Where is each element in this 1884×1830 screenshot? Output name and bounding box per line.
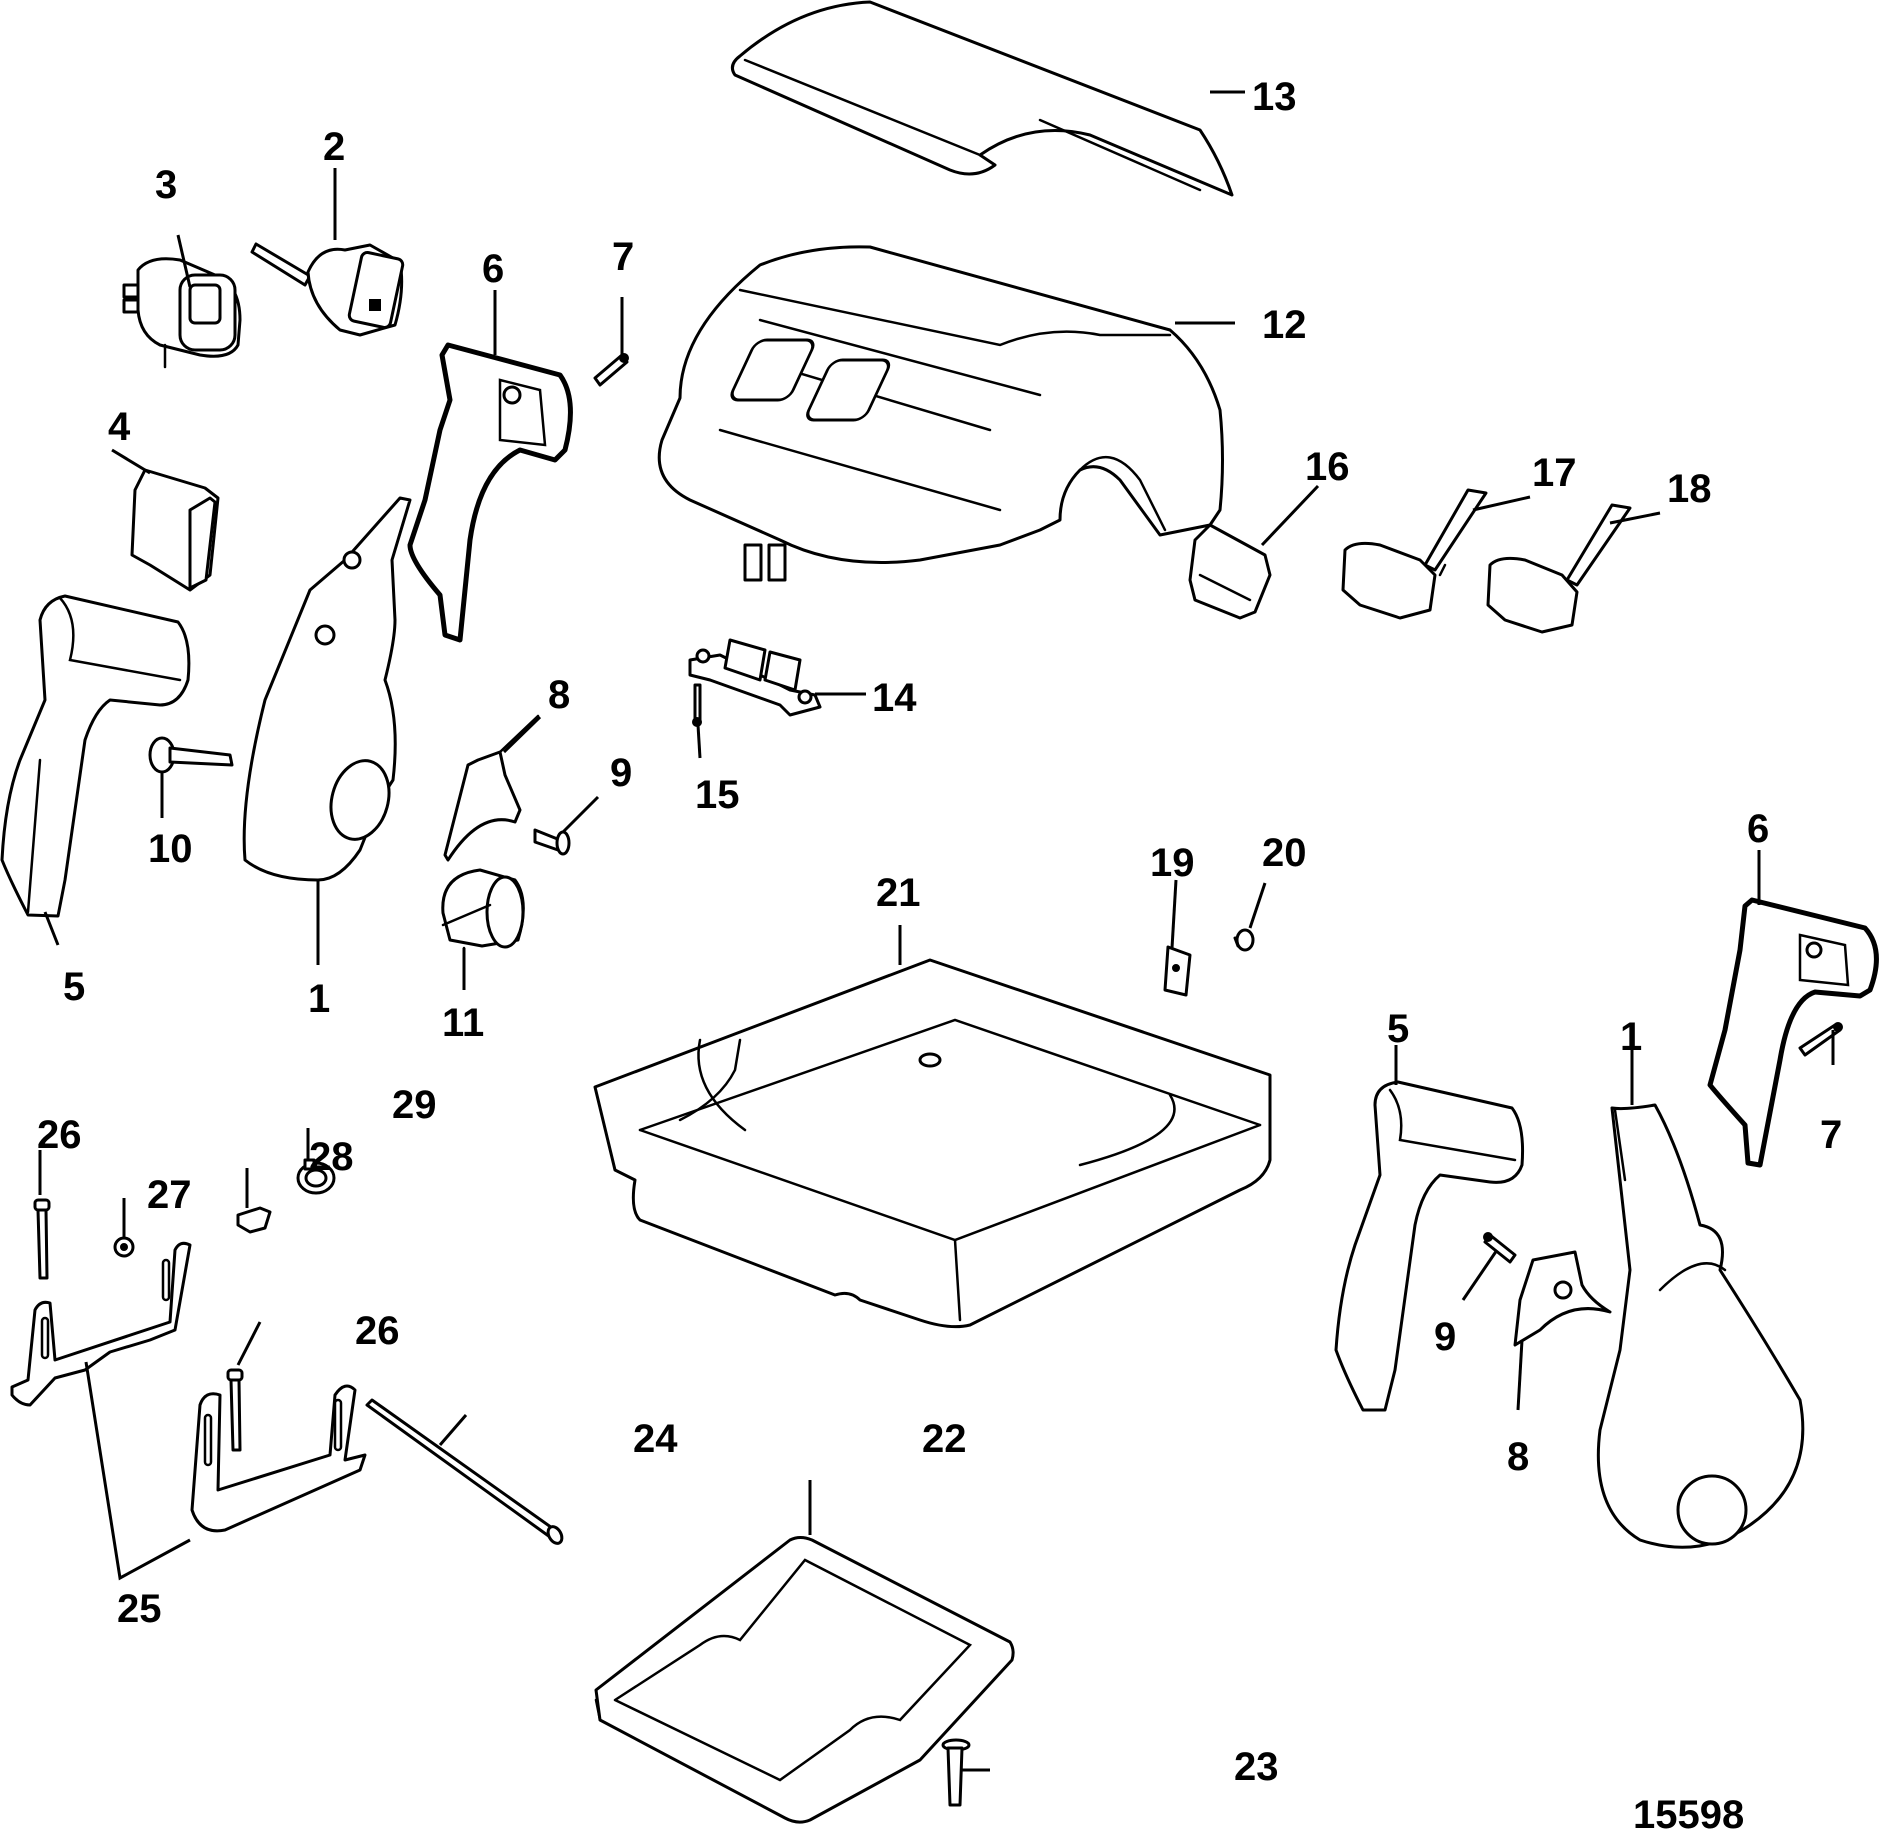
callout-24: 24 [633, 1417, 678, 1461]
sleeve-screw [941, 1738, 971, 1807]
hub-cover-left [443, 714, 540, 862]
lever-handle-half-left [407, 342, 573, 643]
leader-8a [502, 715, 542, 754]
callout-9-right: 9 [1434, 1315, 1456, 1359]
callout-17: 17 [1532, 451, 1577, 495]
leader-24 [438, 1414, 468, 1446]
mounting-bracket [10, 1241, 367, 1533]
callout-8-left: 8 [548, 673, 570, 717]
callout-21: 21 [876, 871, 921, 915]
connector-switch [250, 242, 405, 337]
callout-28: 28 [309, 1135, 354, 1179]
callout-8-right: 8 [1507, 1435, 1529, 1479]
callout-14: 14 [872, 676, 917, 720]
control-arm-left [242, 496, 412, 930]
callout-2: 2 [323, 125, 345, 169]
leader-17 [1472, 495, 1531, 512]
gasket-frame [594, 1536, 1015, 1824]
callout-1-right: 1 [1620, 1015, 1642, 1059]
screw-9-left [533, 828, 571, 856]
leader-25 [84, 1361, 191, 1581]
screw-9-right [1483, 1232, 1517, 1264]
callout-9-left: 9 [610, 751, 632, 795]
callout-27: 27 [147, 1173, 192, 1217]
leader-19 [1170, 879, 1178, 949]
lever-grip-left [0, 594, 191, 918]
callout-15: 15 [695, 773, 740, 817]
drawing-id: 15598 [1633, 1793, 1744, 1830]
connector-plug [1188, 523, 1272, 620]
pivot-pin [148, 736, 234, 774]
callout-16: 16 [1305, 445, 1350, 489]
callout-12: 12 [1262, 303, 1307, 347]
leader-3 [176, 234, 192, 288]
lever-handle-half-right [1707, 897, 1879, 1168]
long-rod [365, 1398, 564, 1545]
callout-26-middle: 26 [355, 1309, 400, 1353]
harness-connector [122, 257, 242, 369]
leader-20 [1248, 882, 1267, 929]
wire-connector-17 [1341, 488, 1488, 620]
callout-11: 11 [442, 1001, 484, 1045]
screw-right [1798, 1022, 1843, 1057]
screw-left [593, 353, 629, 387]
callout-3: 3 [155, 163, 177, 207]
callout-18: 18 [1667, 467, 1712, 511]
callout-19: 19 [1150, 841, 1195, 885]
hub-cover-right [1513, 1250, 1612, 1347]
leader-16 [1260, 484, 1320, 547]
leader-4 [111, 448, 151, 475]
callout-7-left: 7 [612, 235, 634, 279]
leader-lines [38, 90, 1835, 1772]
wire-connector-18 [1486, 503, 1632, 634]
screw-20 [1233, 928, 1255, 952]
button-pad [130, 468, 220, 592]
leader-15 [696, 724, 702, 759]
callout-5-left: 5 [63, 965, 85, 1009]
callout-20: 20 [1262, 831, 1307, 875]
pin-middle [226, 1368, 244, 1452]
pin-left [33, 1198, 51, 1280]
callout-labels: 13 12 2 3 6 7 4 16 17 18 8 14 9 15 10 5 … [37, 75, 1842, 1789]
callout-25: 25 [117, 1587, 162, 1631]
clip-nut [1163, 945, 1192, 997]
callout-13: 13 [1252, 75, 1297, 119]
callout-6-left: 6 [482, 247, 504, 291]
leader-18 [1609, 511, 1661, 525]
control-arm-right [1596, 1103, 1805, 1549]
callout-10: 10 [148, 827, 193, 871]
callout-29: 29 [392, 1083, 437, 1127]
leader-26b [236, 1321, 262, 1366]
leader-8b [1516, 1339, 1524, 1411]
callout-6-right: 6 [1747, 807, 1769, 851]
leader-9b [1461, 1249, 1499, 1301]
callout-26-left: 26 [37, 1113, 82, 1157]
callout-4: 4 [108, 405, 131, 449]
base-housing [593, 958, 1272, 1329]
lever-grip-right [1334, 1080, 1524, 1412]
nut [113, 1236, 135, 1258]
top-cover-lid [730, 0, 1234, 197]
callout-7-right: 7 [1820, 1113, 1842, 1157]
screw-15 [692, 683, 702, 727]
callout-5-right: 5 [1387, 1007, 1409, 1051]
callout-22: 22 [922, 1417, 967, 1461]
switch-bracket [688, 638, 822, 717]
callout-23: 23 [1234, 1745, 1279, 1789]
callout-1-left: 1 [308, 977, 330, 1021]
sleeve-bushing [441, 868, 525, 987]
retainer-clip [236, 1206, 272, 1234]
leader-5a [43, 911, 60, 946]
upper-housing-cover [657, 245, 1224, 582]
hose-clamp [296, 1158, 336, 1195]
leader-9a [561, 795, 600, 834]
